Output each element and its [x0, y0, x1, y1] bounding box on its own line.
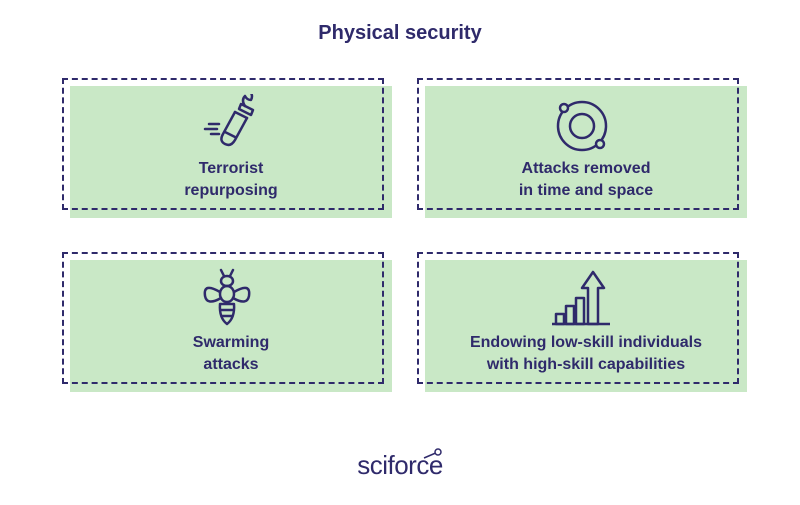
sciforce-logo: sciforce — [357, 450, 443, 480]
card-dashed-frame — [62, 78, 384, 210]
card-background — [425, 86, 747, 218]
logo-network-icon — [423, 448, 442, 459]
card-background — [70, 260, 392, 392]
card-endowing-low-skill: Endowing low-skill individuals with high… — [417, 252, 747, 392]
wasp-icon — [203, 268, 251, 326]
growth-chart-arrow-icon — [552, 270, 610, 326]
orbit-icon — [556, 100, 608, 152]
card-background — [70, 86, 392, 218]
card-dashed-frame — [417, 252, 739, 384]
card-label: Swarming attacks — [192, 334, 270, 373]
card-label: Attacks removed in time and space — [518, 160, 654, 199]
card-terrorist-repurposing: Terrorist repurposing — [62, 78, 392, 218]
page-title: Physical security — [318, 22, 482, 44]
card-dashed-frame — [62, 252, 384, 384]
molotov-cocktail-icon — [203, 94, 255, 147]
card-swarming-attacks: Swarming attacks — [62, 252, 392, 392]
card-dashed-frame — [417, 78, 739, 210]
card-label: Terrorist repurposing — [184, 160, 278, 199]
card-label: Endowing low-skill individuals with high… — [469, 334, 702, 373]
card-attacks-removed: Attacks removed in time and space — [417, 78, 747, 218]
